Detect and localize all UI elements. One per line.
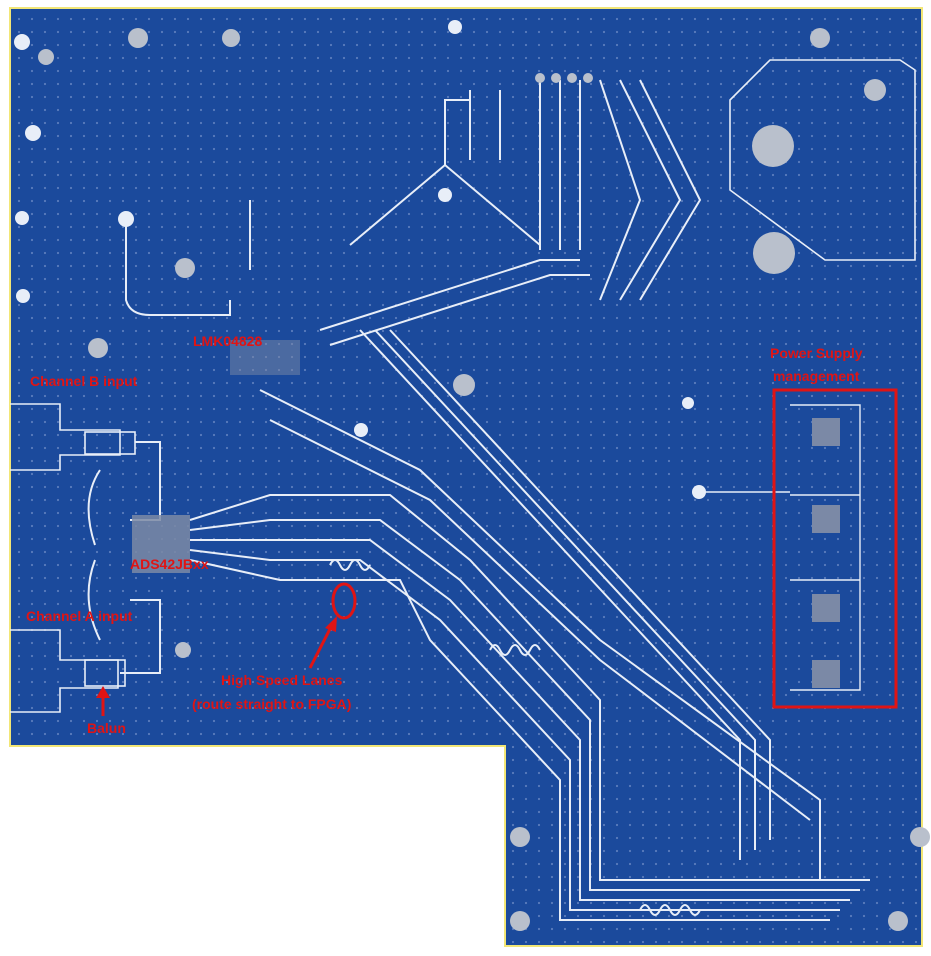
power-traces <box>700 404 861 691</box>
high-speed-lanes <box>189 494 870 921</box>
high-speed-lanes-arrowhead <box>325 616 337 632</box>
channel-a-input-label: Channel A input <box>26 608 133 624</box>
adc-label: ADS42JBxx <box>130 556 209 572</box>
mounting-hole <box>752 125 794 167</box>
large-pads <box>38 28 930 931</box>
power-supply-highlight-box <box>772 388 898 709</box>
balun-label: Balun <box>87 720 126 736</box>
high-speed-lanes-marker <box>331 582 357 620</box>
balun-arrowhead <box>96 686 110 698</box>
power-supply-label-line1: Power Supply <box>770 345 863 361</box>
lmk04828-label: LMK04828 <box>193 333 263 349</box>
test-points <box>14 20 706 499</box>
component-pins <box>535 73 593 83</box>
clock-chip <box>230 340 300 375</box>
adc-chip <box>132 515 190 573</box>
mounting-hole <box>753 232 795 274</box>
power-regulators <box>812 418 840 688</box>
clock-traces <box>349 79 702 301</box>
diagonal-lanes <box>259 259 821 880</box>
high-speed-lanes-label-line1: High Speed Lanes <box>221 672 343 688</box>
channel-b-input-label: Channel B input <box>30 373 138 389</box>
high-speed-lanes-label-line2: (route straight to FPGA) <box>192 696 352 712</box>
power-plane-pad <box>729 59 916 261</box>
via-field <box>10 8 922 946</box>
high-speed-lanes-arrow <box>308 624 334 669</box>
power-supply-label-line2: management <box>773 368 860 384</box>
